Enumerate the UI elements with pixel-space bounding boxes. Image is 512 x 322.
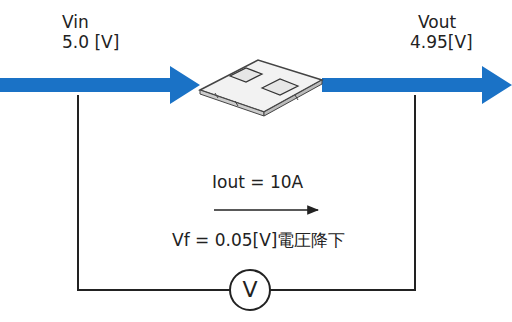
input-arrow bbox=[0, 66, 200, 104]
wire bbox=[270, 95, 415, 290]
output-arrow bbox=[322, 66, 512, 104]
circuit-board bbox=[200, 60, 322, 116]
wire bbox=[78, 95, 230, 290]
voltage-drop-note: Vf = 0.05[V]電圧降下 bbox=[172, 230, 345, 250]
current-arrow bbox=[214, 209, 318, 211]
voltmeter-symbol: V bbox=[229, 269, 271, 311]
voltage-value: 5.0 [V] bbox=[62, 32, 119, 52]
current-label: Iout = 10A bbox=[212, 172, 303, 192]
voltage-value: 4.95[V] bbox=[410, 32, 473, 52]
signal-name: Vin bbox=[62, 12, 89, 32]
meter-letter: V bbox=[242, 278, 257, 302]
signal-name: Vout bbox=[418, 12, 456, 32]
